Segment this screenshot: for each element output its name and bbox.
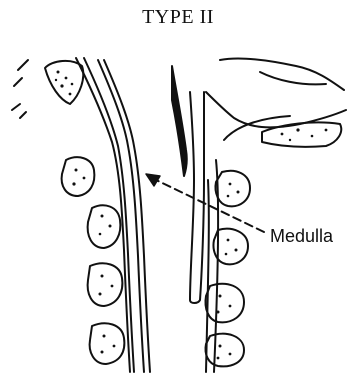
medulla-label: Medulla [270,226,333,247]
clivus [220,58,344,90]
occipital-fragment [45,61,83,104]
cerebellar-herniation [172,66,187,176]
left-vertebra-4 [90,323,125,364]
upper-right-bone [262,122,341,146]
left-vertebra-2 [88,205,121,248]
posterior-canal-wall [76,58,134,372]
right-vertebra-4 [206,334,245,367]
left-vertebra-1 [62,157,95,196]
right-vertebra-3 [206,284,245,323]
medulla-pointer-arrow [146,174,264,232]
left-vertebra-3 [88,263,123,306]
skull-base-left [12,60,28,118]
right-vertebra-1 [216,171,251,207]
